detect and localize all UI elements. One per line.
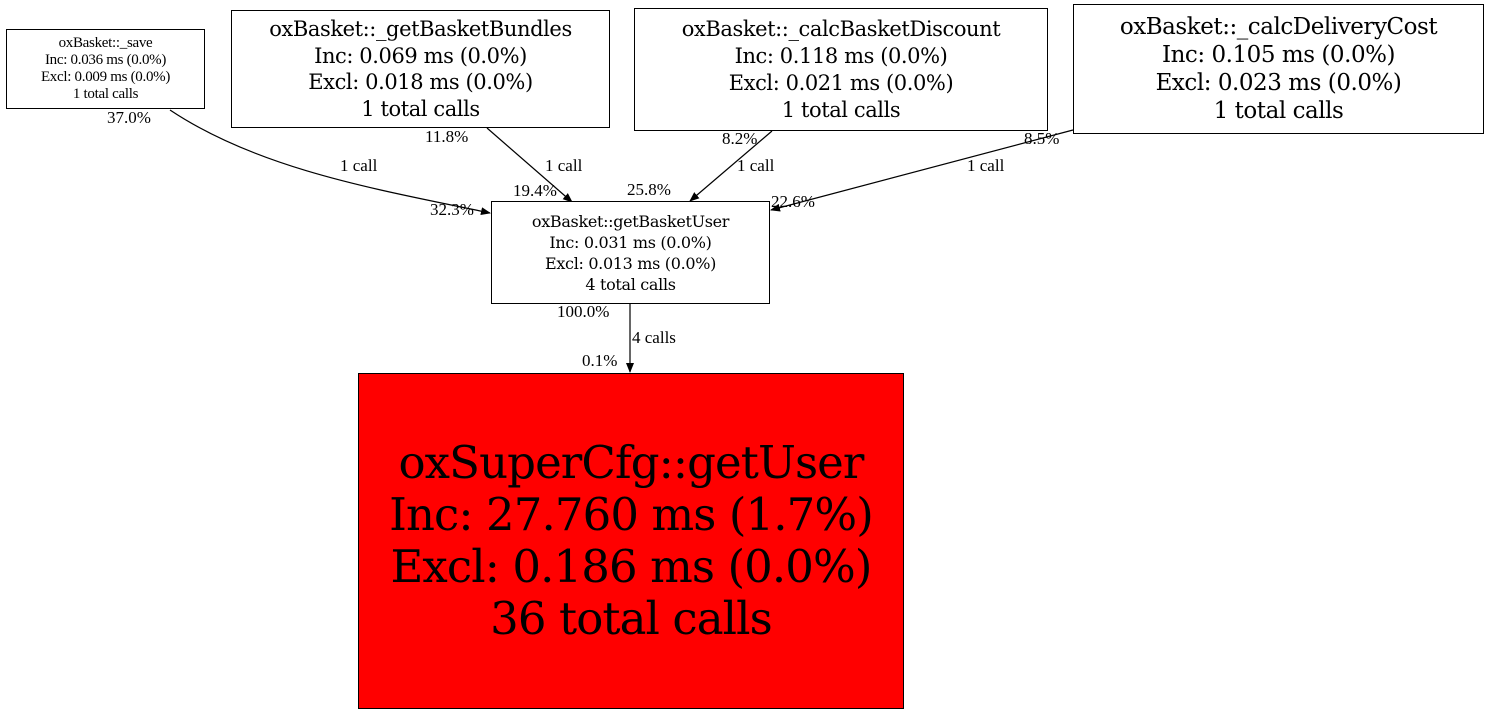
edge-tail-label: 8.2%	[722, 129, 758, 148]
edge-tail-label: 11.8%	[425, 127, 469, 146]
node-inc: Inc: 0.118 ms (0.0%)	[734, 43, 948, 68]
edge-save-to-basketuser	[169, 109, 491, 216]
node-oxbasket-getbasketuser[interactable]: oxBasket::getBasketUser Inc: 0.031 ms (0…	[491, 201, 770, 304]
node-calls: 1 total calls	[72, 86, 139, 102]
node-name: oxSuperCfg::getUser	[398, 436, 864, 489]
node-excl: Excl: 0.186 ms (0.0%)	[390, 540, 872, 593]
edge-tail-label: 100.0%	[557, 302, 610, 321]
node-excl: Excl: 0.023 ms (0.0%)	[1155, 70, 1402, 96]
node-excl: Excl: 0.013 ms (0.0%)	[544, 253, 717, 273]
node-name: oxBasket::_getBasketBundles	[269, 17, 572, 41]
edge-head-label: 25.8%	[627, 180, 671, 199]
node-inc: Inc: 0.036 ms (0.0%)	[44, 52, 167, 68]
node-inc: Inc: 0.069 ms (0.0%)	[314, 43, 527, 68]
edge-head-label: 32.3%	[430, 200, 474, 219]
node-inc: Inc: 0.105 ms (0.0%)	[1161, 42, 1396, 68]
node-excl: Excl: 0.009 ms (0.0%)	[40, 69, 171, 85]
node-oxbasket-calcbasketdiscount[interactable]: oxBasket::_calcBasketDiscount Inc: 0.118…	[634, 8, 1048, 131]
node-inc: Inc: 27.760 ms (1.7%)	[389, 488, 874, 541]
edge-head-label: 0.1%	[582, 351, 618, 370]
node-name: oxBasket::_calcBasketDiscount	[681, 16, 1001, 41]
node-name: oxBasket::getBasketUser	[531, 211, 730, 231]
node-inc: Inc: 0.031 ms (0.0%)	[549, 232, 712, 252]
edge-discount-to-basketuser	[689, 130, 773, 202]
node-oxsupercfg-getuser[interactable]: oxSuperCfg::getUser Inc: 27.760 ms (1.7%…	[358, 373, 904, 709]
node-oxbasket-calcdeliverycost[interactable]: oxBasket::_calcDeliveryCost Inc: 0.105 m…	[1073, 4, 1484, 134]
node-name: oxBasket::_save	[58, 35, 153, 51]
node-calls: 1 total calls	[781, 97, 901, 122]
edge-delivery-to-basketuser	[770, 129, 1074, 212]
node-calls: 1 total calls	[361, 96, 480, 121]
edge-call-label: 1 call	[340, 156, 378, 175]
edge-tail-label: 8.5%	[1024, 129, 1060, 148]
edge-bundles-to-basketuser	[486, 127, 573, 203]
node-excl: Excl: 0.021 ms (0.0%)	[728, 70, 954, 95]
node-calls: 4 total calls	[585, 274, 676, 294]
node-calls: 1 total calls	[1213, 98, 1344, 124]
node-calls: 36 total calls	[490, 592, 773, 645]
edge-call-label: 1 call	[737, 156, 775, 175]
node-name: oxBasket::_calcDeliveryCost	[1119, 14, 1438, 40]
edge-tail-label: 37.0%	[107, 108, 151, 127]
edge-call-label: 1 call	[967, 156, 1005, 175]
edge-head-label: 19.4%	[513, 181, 557, 200]
node-oxbasket-save[interactable]: oxBasket::_save Inc: 0.036 ms (0.0%) Exc…	[6, 29, 205, 109]
edge-call-label: 1 call	[545, 156, 583, 175]
edge-call-label: 4 calls	[632, 328, 676, 347]
edge-head-label: 22.6%	[771, 192, 815, 211]
node-oxbasket-getbasketbundles[interactable]: oxBasket::_getBasketBundles Inc: 0.069 m…	[231, 10, 610, 128]
node-excl: Excl: 0.018 ms (0.0%)	[308, 70, 533, 94]
